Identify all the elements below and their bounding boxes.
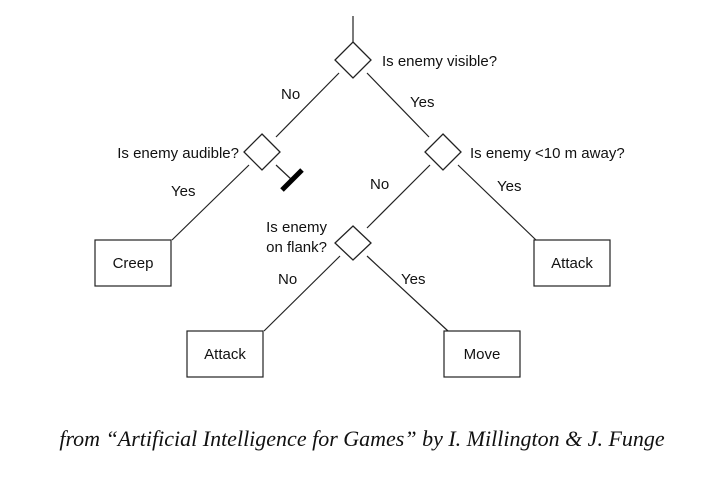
edge-visible-yes: [366, 72, 430, 138]
action-label-attack-near: Attack: [551, 255, 593, 272]
decision-node-flank: [334, 225, 372, 261]
action-box-move: [443, 330, 521, 378]
edge-label-visible-yes: Yes: [410, 94, 434, 111]
question-visible: Is enemy visible?: [382, 53, 497, 70]
question-flank-line-2: on flank?: [266, 239, 327, 256]
edge-flank-yes: [366, 255, 449, 332]
question-distance: Is enemy <10 m away?: [470, 145, 625, 162]
action-box-attack-near: [533, 239, 611, 287]
edge-flank-no: [263, 255, 341, 332]
edge-label-flank-yes: Yes: [401, 271, 425, 288]
action-box-attack-flank: [186, 330, 264, 378]
edge-label-audible-yes: Yes: [171, 183, 195, 200]
question-flank-line-1: Is enemy: [266, 219, 327, 236]
action-box-creep: [94, 239, 172, 287]
edge-distance-no: [366, 164, 431, 229]
edge-audible-blocked: [275, 164, 293, 181]
action-label-attack-flank: Attack: [204, 346, 246, 363]
decision-node-distance: [424, 133, 462, 171]
source-caption: from “Artificial Intelligence for Games”…: [59, 426, 665, 451]
action-label-move: Move: [464, 346, 501, 363]
edge-label-flank-no: No: [278, 271, 297, 288]
question-audible: Is enemy audible?: [117, 145, 239, 162]
edge-visible-no: [275, 72, 340, 138]
blocked-branch-marker: [280, 168, 304, 192]
edge-label-distance-yes: Yes: [497, 178, 521, 195]
edge-label-visible-no: No: [281, 86, 300, 103]
action-label-creep: Creep: [113, 255, 154, 272]
edge-label-distance-no: No: [370, 176, 389, 193]
edge-audible-yes: [171, 164, 250, 241]
decision-node-visible: [334, 41, 372, 79]
edge-distance-yes: [457, 164, 537, 241]
decision-node-audible: [243, 133, 281, 171]
